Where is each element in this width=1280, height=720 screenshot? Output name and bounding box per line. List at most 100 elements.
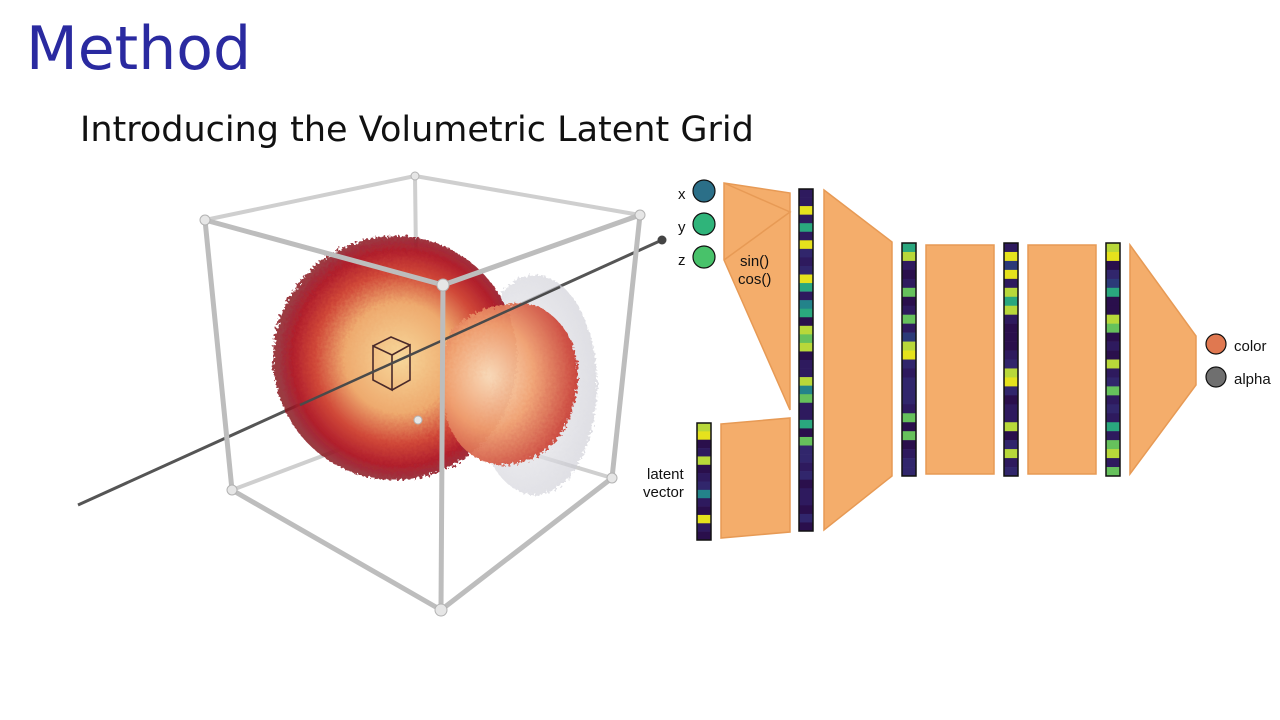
feature-cell [902,350,916,360]
feature-cell [799,522,813,532]
feature-cell [1106,467,1120,477]
feature-cell [799,291,813,301]
feature-bar-4 [1105,242,1121,477]
feature-cell [1106,431,1120,441]
feature-cell [1004,395,1018,405]
latent-label-line2: vector [643,484,684,501]
feature-cell [799,394,813,404]
feature-cell [799,342,813,352]
feature-bar-3 [1003,242,1019,477]
feature-cell [902,440,916,450]
output-layer [1129,242,1197,477]
feature-cell [902,260,916,271]
feature-cell [1004,332,1018,342]
feature-cell [1004,368,1018,378]
latent-vector-bar [696,422,712,541]
feature-cell [902,422,916,432]
feature-cell [799,411,813,421]
feature-bar-border [798,188,814,532]
feature-cell [799,197,813,207]
feature-cell [1106,269,1120,280]
output-nodes: color alpha [1205,333,1271,388]
input-label-x: x [678,186,686,203]
feature-cell [1106,377,1120,387]
feature-cell [902,359,916,369]
feature-cell [799,462,813,472]
feature-cell [1004,449,1018,459]
feature-cell [1004,422,1018,432]
feature-cell [697,448,711,457]
feature-cell [902,332,916,342]
feature-cell [697,531,711,541]
feature-cell [1004,413,1018,423]
feature-cell [799,257,813,267]
feature-cell [799,402,813,412]
encoding-label-cos: cos() [738,271,771,288]
feature-cell [697,423,711,432]
feature-cell [799,283,813,292]
feature-cell [799,471,813,480]
feature-cell [1004,341,1018,351]
feature-bar-border [1003,242,1019,477]
feature-cell [902,278,916,289]
feature-cell [1004,243,1018,253]
feature-cell [697,514,711,524]
input-node-z [692,245,716,269]
feature-cell [799,189,813,198]
feature-cell [902,404,916,414]
feature-bar-border [1105,242,1121,477]
feature-cell [902,395,916,405]
mlp-layer-2 [925,244,995,475]
feature-cell [1106,449,1120,459]
output-node-alpha [1205,366,1227,388]
input-label-y: y [678,219,686,236]
feature-cell [1004,251,1018,262]
feature-cell [1004,278,1018,289]
feature-cell [1004,458,1018,468]
slide-subtitle: Introducing the Volumetric Latent Grid [80,110,754,150]
output-label-color: color [1234,338,1267,355]
feature-cell [902,287,916,298]
feature-cell [1106,305,1120,315]
feature-cell [799,419,813,429]
output-node-color [1205,333,1227,355]
feature-bar-border [901,242,917,477]
feature-cell [1106,278,1120,289]
feature-cell [697,498,711,507]
feature-cell [1004,359,1018,369]
feature-cell [902,377,916,387]
encoding-label-sin: sin() [740,253,769,270]
output-label-alpha: alpha [1234,371,1271,388]
feature-cell [1004,287,1018,298]
feature-cell [902,323,916,333]
voxel-cell [372,336,411,392]
feature-cell [799,325,813,335]
feature-cell [1004,296,1018,307]
input-nodes: x y z [678,179,716,269]
feature-cell [1106,395,1120,405]
grid-cube-vertices [199,171,646,617]
feature-cell [799,428,813,438]
feature-cell [1004,350,1018,360]
feature-cell [902,386,916,396]
feature-cell [799,479,813,489]
feature-bar-1 [798,188,814,532]
feature-cell [697,523,711,532]
feature-cell [902,431,916,441]
feature-cell [799,231,813,241]
feature-cell [799,248,813,258]
mlp-layer-3 [1027,244,1097,475]
feature-cell [1106,296,1120,307]
feature-cell [799,308,813,318]
feature-cell [902,341,916,351]
feature-cell [1106,386,1120,396]
feature-cell [902,458,916,468]
feature-cell [1106,422,1120,432]
feature-cell [1106,243,1120,253]
feature-cell [902,467,916,477]
feature-cell [799,496,813,506]
feature-cell [1004,260,1018,271]
input-node-x [692,179,716,203]
feature-cell [799,334,813,344]
